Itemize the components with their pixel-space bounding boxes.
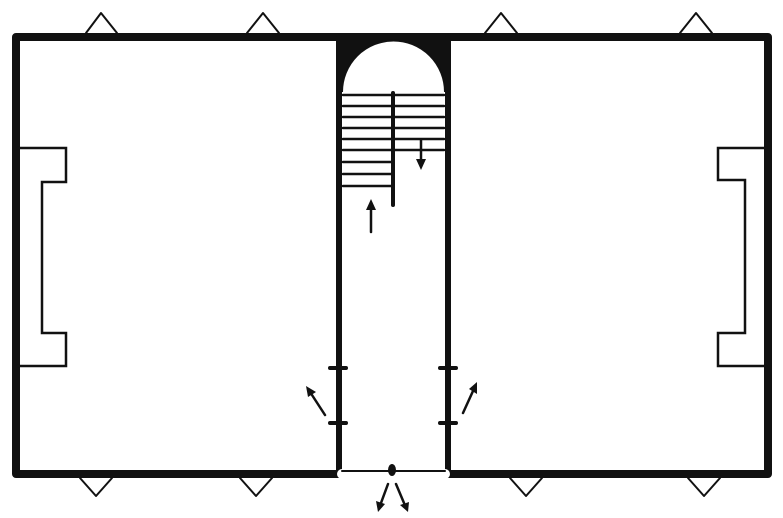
exit-arrow-right [394,482,409,512]
window-marker [509,477,543,497]
window-marker [246,12,280,34]
door-left [328,366,348,425]
door-right [438,366,458,425]
bottom-window-markers [79,477,721,497]
window-marker [687,477,721,497]
fireplace-left [16,146,68,368]
window-marker [679,12,713,34]
stair-down-arrow [416,138,426,170]
window-marker [239,477,273,497]
window-marker [79,477,113,497]
window-marker [85,12,118,34]
stair-up-arrow [366,199,376,234]
right-room-arrow [461,382,477,415]
exit-arrow-left [376,482,390,512]
window-marker [484,12,518,34]
apse-arc [341,39,446,93]
stair-apse [339,37,448,92]
entrance-post [388,464,396,476]
fireplace-right [716,146,768,368]
top-window-markers [85,12,713,34]
left-room-arrow [306,386,327,417]
